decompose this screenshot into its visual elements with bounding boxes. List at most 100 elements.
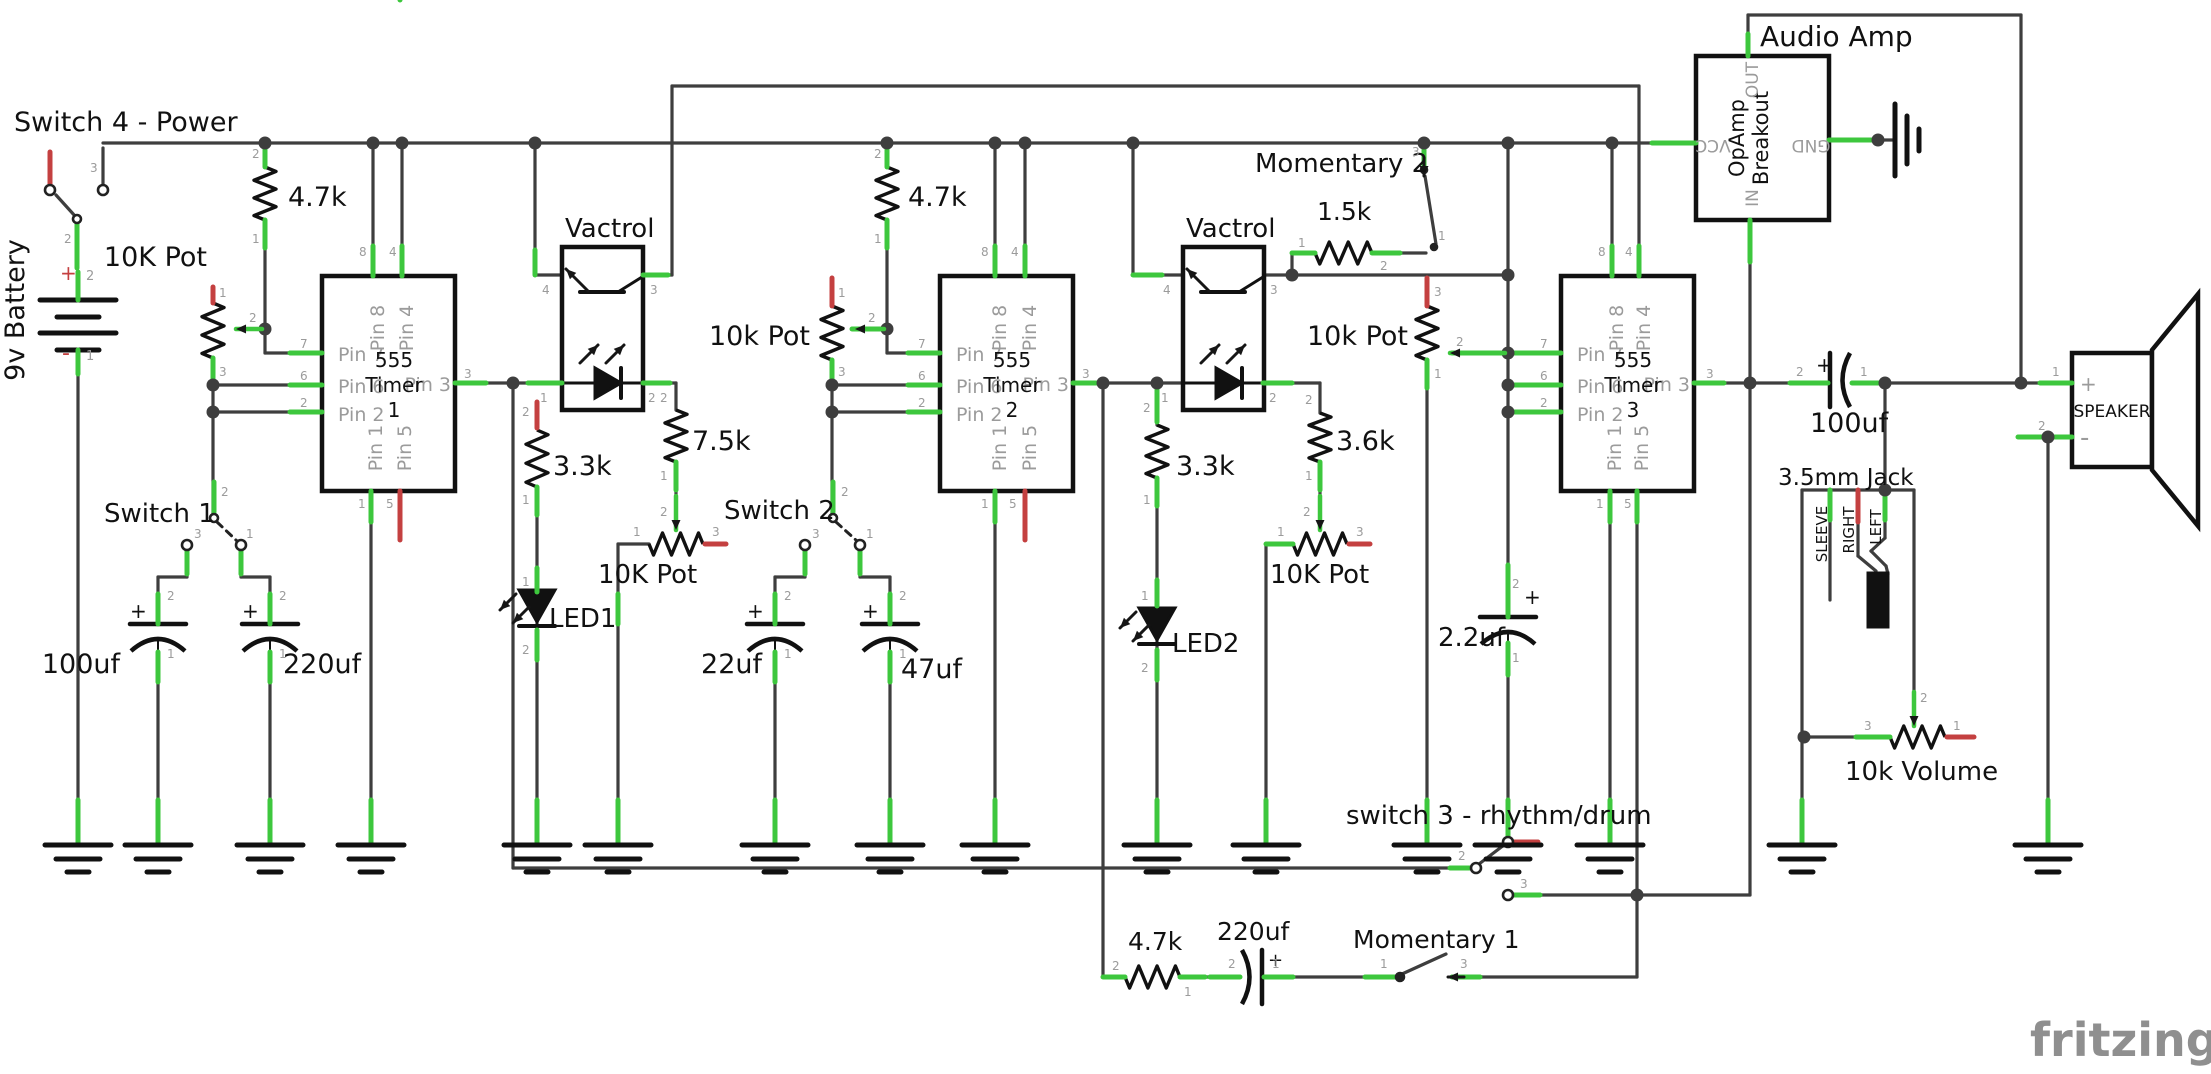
label-switch3[interactable]: switch 3 - rhythm/drum — [1346, 801, 1652, 831]
label-c3[interactable]: 22uf — [701, 649, 763, 680]
switch-contact-3[interactable] — [180, 538, 194, 552]
resistor-4.7k-3[interactable] — [1123, 964, 1182, 990]
pn-95: 2 — [1228, 957, 1236, 971]
label-battery[interactable]: 9v Battery — [0, 239, 31, 381]
wire-2[interactable] — [54, 193, 77, 218]
resistor-4.7k-2[interactable] — [874, 165, 900, 222]
label-switch1[interactable]: Switch 1 — [104, 499, 215, 529]
label-c1[interactable]: 100uf — [42, 649, 122, 680]
arrow-head-3 — [671, 519, 681, 530]
switch-contact-14[interactable] — [1429, 242, 1439, 252]
label-r7[interactable]: 3.6k — [1336, 426, 1395, 457]
label-jack[interactable]: 3.5mm Jack — [1778, 465, 1914, 491]
wire-105[interactable] — [1477, 843, 1506, 866]
junction-dot-7 — [1126, 136, 1140, 150]
junction-dot-21 — [1501, 268, 1515, 282]
label-r6[interactable]: 3.3k — [1176, 451, 1235, 482]
junction-dot-0 — [258, 136, 272, 150]
timer3-box[interactable] — [1558, 273, 1697, 494]
junction-dot-19 — [1150, 376, 1164, 390]
pn-1: 3 — [90, 161, 98, 175]
speaker-cone[interactable] — [2149, 287, 2201, 533]
switch-contact-2[interactable] — [71, 213, 83, 225]
label-audioamp[interactable]: Audio Amp — [1760, 20, 1913, 53]
led2-triangle[interactable] — [1136, 606, 1178, 644]
switch-contact-8[interactable] — [827, 512, 839, 524]
arrow-head-13 — [1234, 345, 1245, 356]
label-r4[interactable]: 4.7k — [908, 182, 967, 213]
wire-71[interactable] — [1423, 174, 1438, 246]
pn-86: 2 — [1796, 365, 1804, 379]
vactrol2-led[interactable] — [1214, 365, 1246, 401]
switch-lever-dashed-1[interactable] — [834, 520, 859, 543]
junction-dot-2 — [395, 136, 409, 150]
label-vactrol2[interactable]: Vactrol — [1186, 214, 1275, 244]
label-r2[interactable]: 3.3k — [553, 451, 612, 482]
cap1-plus: + — [130, 599, 147, 623]
resistor-4.7k-1[interactable] — [252, 165, 278, 222]
label-c7[interactable]: 220uf — [1217, 917, 1291, 946]
wire-111[interactable] — [1869, 536, 1887, 553]
switch-contact-6[interactable] — [798, 538, 812, 552]
switch-contact-1[interactable] — [96, 183, 110, 197]
label-led2[interactable]: LED2 — [1172, 629, 1239, 659]
pn-64: 1 — [866, 527, 874, 541]
label-pot2[interactable]: 10K Pot — [598, 560, 697, 590]
label-r5[interactable]: 1.5k — [1317, 197, 1372, 226]
pot3-body[interactable] — [819, 304, 845, 362]
label-r8[interactable]: 4.7k — [1128, 927, 1183, 956]
label-led1[interactable]: LED1 — [549, 604, 616, 634]
label-c6[interactable]: 100uf — [1810, 408, 1890, 439]
switch-contact-11[interactable] — [1501, 888, 1515, 902]
pn-2: 2 — [64, 232, 72, 246]
junction-dot-4 — [880, 136, 894, 150]
label-momentary1[interactable]: Momentary 1 — [1353, 925, 1520, 954]
label-r3[interactable]: 7.5k — [692, 426, 751, 457]
switch-contact-5[interactable] — [208, 512, 220, 524]
wire-100[interactable] — [1400, 952, 1448, 976]
pn-97: 1 — [1380, 957, 1388, 971]
junction-dot-26 — [1878, 376, 1892, 390]
label-pot3[interactable]: 10k Pot — [709, 321, 810, 352]
wire-109[interactable] — [1856, 554, 1878, 573]
resistor-3.6k[interactable] — [1307, 411, 1333, 464]
label-pot5[interactable]: 10K Pot — [1270, 560, 1369, 590]
label-pot4[interactable]: 10k Pot — [1307, 321, 1408, 352]
switch-contact-7[interactable] — [853, 538, 867, 552]
pot5-body[interactable] — [1291, 531, 1349, 557]
switch-contact-12[interactable] — [1394, 971, 1406, 983]
switch-contact-9[interactable] — [1469, 861, 1483, 875]
switch-contact-4[interactable] — [234, 538, 248, 552]
jack-plug-body[interactable] — [1866, 571, 1890, 629]
opamp-gnd: GND — [1792, 135, 1831, 155]
switch-lever-dashed-0[interactable] — [215, 520, 239, 543]
label-c2[interactable]: 220uf — [283, 649, 363, 680]
pn-57: 2 — [1305, 393, 1313, 407]
label-c4[interactable]: 47uf — [901, 654, 963, 685]
wire-112[interactable] — [1869, 549, 1888, 568]
junction-dot-27 — [2014, 376, 2028, 390]
label-momentary2[interactable]: Momentary 2 — [1255, 149, 1428, 179]
resistor-7.5k[interactable] — [663, 408, 689, 464]
timer2-box[interactable] — [937, 273, 1076, 494]
resistor-3.3k-1[interactable] — [524, 428, 550, 489]
opamp-box[interactable] — [1693, 53, 1832, 223]
resistor-3.3k-2[interactable] — [1144, 423, 1170, 480]
pot4-body[interactable] — [1414, 304, 1440, 362]
pn-58: 1 — [1305, 469, 1313, 483]
label-r1[interactable]: 4.7k — [288, 182, 347, 213]
label-switch2[interactable]: Switch 2 — [724, 496, 835, 526]
label-c5[interactable]: 2.2uf — [1438, 623, 1506, 653]
pot1-body[interactable] — [200, 301, 226, 360]
label-pot1[interactable]: 10K Pot — [104, 242, 207, 273]
volume-pot-body[interactable] — [1888, 724, 1947, 750]
cap-220uf-2-curve[interactable] — [1240, 948, 1252, 1006]
label-switch4[interactable]: Switch 4 - Power — [14, 107, 238, 138]
label-vactrol1[interactable]: Vactrol — [565, 214, 654, 244]
pot2-body[interactable] — [647, 531, 705, 557]
label-volume[interactable]: 10k Volume — [1845, 757, 1998, 787]
resistor-1.5k[interactable] — [1313, 240, 1374, 266]
cap-100uf-2-curve[interactable] — [1840, 351, 1852, 409]
switch-contact-0[interactable] — [43, 183, 57, 197]
vactrol1-led[interactable] — [593, 365, 625, 401]
